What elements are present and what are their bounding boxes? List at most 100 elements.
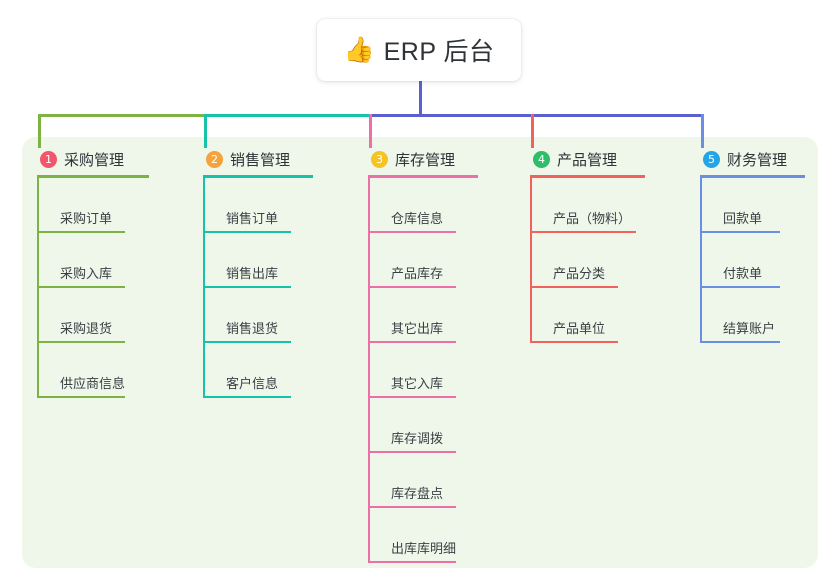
leaf-node[interactable]: 产品库存 bbox=[368, 233, 478, 288]
column-title-label: 采购管理 bbox=[64, 151, 125, 169]
leaf-node-rule bbox=[530, 286, 618, 288]
column-spine bbox=[203, 178, 205, 398]
column-spine bbox=[37, 178, 39, 398]
branch-column-4: 4 产品管理产品（物料） 产品分类产品单位 bbox=[530, 148, 645, 343]
bus-segment-2 bbox=[204, 114, 369, 117]
column-title-label: 库存管理 bbox=[395, 151, 456, 169]
diagram-background-panel bbox=[22, 137, 818, 568]
leaf-node-rule bbox=[203, 341, 291, 343]
column-header-rule bbox=[530, 175, 645, 178]
column-stem-4 bbox=[531, 114, 534, 148]
leaf-node-label: 其它出库 bbox=[391, 321, 444, 336]
leaf-node-rule bbox=[37, 231, 125, 233]
leaf-node-label: 仓库信息 bbox=[391, 211, 444, 226]
leaf-node-label: 库存调拨 bbox=[391, 431, 444, 446]
leaf-node-label: 采购入库 bbox=[60, 266, 113, 281]
column-header-产品管理[interactable]: 4 产品管理 bbox=[530, 148, 645, 170]
leaf-node-label: 付款单 bbox=[723, 266, 763, 281]
leaf-node-rule bbox=[37, 396, 125, 398]
root-connector-stem bbox=[419, 81, 422, 117]
column-header-rule bbox=[37, 175, 149, 178]
leaf-node[interactable]: 供应商信息 bbox=[37, 343, 149, 398]
column-title-label: 产品管理 bbox=[557, 151, 618, 169]
leaf-node-label: 产品单位 bbox=[553, 321, 606, 336]
column-header-库存管理[interactable]: 3 库存管理 bbox=[368, 148, 478, 170]
leaf-node-rule bbox=[530, 231, 636, 233]
thumbs-up-icon: 👍 bbox=[343, 35, 375, 64]
column-stem-3 bbox=[369, 114, 372, 148]
column-spine bbox=[700, 178, 702, 343]
leaf-node[interactable]: 出库库明细 bbox=[368, 508, 478, 563]
leaf-node-rule bbox=[37, 341, 125, 343]
leaf-node[interactable]: 产品分类 bbox=[530, 233, 645, 288]
column-header-采购管理[interactable]: 1 采购管理 bbox=[37, 148, 149, 170]
leaf-node-rule bbox=[700, 286, 780, 288]
leaf-node-rule bbox=[368, 231, 456, 233]
leaf-node-label: 销售退货 bbox=[226, 321, 279, 336]
column-item-list: 采购订单采购入库采购退货供应商信息 bbox=[37, 178, 149, 398]
leaf-node[interactable]: 销售退货 bbox=[203, 288, 313, 343]
leaf-node[interactable]: 销售订单 bbox=[203, 178, 313, 233]
leaf-node[interactable]: 采购订单 bbox=[37, 178, 149, 233]
root-node-erp-backend[interactable]: 👍 ERP 后台 bbox=[317, 19, 521, 81]
column-header-rule bbox=[203, 175, 313, 178]
bus-segment-4 bbox=[422, 114, 531, 117]
leaf-node[interactable]: 付款单 bbox=[700, 233, 805, 288]
bus-segment-3 bbox=[369, 114, 422, 117]
leaf-node[interactable]: 客户信息 bbox=[203, 343, 313, 398]
leaf-node[interactable]: 采购退货 bbox=[37, 288, 149, 343]
leaf-node[interactable]: 库存盘点 bbox=[368, 453, 478, 508]
leaf-node-rule bbox=[368, 506, 456, 508]
leaf-node[interactable]: 结算账户 bbox=[700, 288, 805, 343]
leaf-node[interactable]: 产品单位 bbox=[530, 288, 645, 343]
leaf-node-label: 产品库存 bbox=[391, 266, 444, 281]
leaf-node-label: 客户信息 bbox=[226, 376, 279, 391]
bus-segment-5 bbox=[531, 114, 704, 117]
leaf-node-rule bbox=[530, 341, 618, 343]
leaf-node[interactable]: 库存调拨 bbox=[368, 398, 478, 453]
leaf-node-label: 其它入库 bbox=[391, 376, 444, 391]
leaf-node-rule bbox=[368, 341, 456, 343]
column-item-list: 仓库信息产品库存其它出库其它入库库存调拨库存盘点出库库明细 bbox=[368, 178, 478, 563]
leaf-node-rule bbox=[203, 396, 291, 398]
leaf-node[interactable]: 销售出库 bbox=[203, 233, 313, 288]
leaf-node[interactable]: 仓库信息 bbox=[368, 178, 478, 233]
branch-column-1: 1 采购管理采购订单采购入库采购退货供应商信息 bbox=[37, 148, 149, 398]
column-item-list: 产品（物料） 产品分类产品单位 bbox=[530, 178, 645, 343]
column-item-list: 销售订单销售出库销售退货客户信息 bbox=[203, 178, 313, 398]
leaf-node-rule bbox=[368, 396, 456, 398]
column-header-rule bbox=[368, 175, 478, 178]
root-node-label: ERP 后台 bbox=[383, 38, 495, 66]
leaf-node-label: 产品分类 bbox=[553, 266, 606, 281]
column-number-badge: 4 bbox=[533, 150, 550, 168]
leaf-node-rule bbox=[368, 451, 456, 453]
leaf-node[interactable]: 回款单 bbox=[700, 178, 805, 233]
leaf-node-label: 库存盘点 bbox=[391, 486, 444, 501]
column-number-badge: 3 bbox=[371, 150, 388, 168]
leaf-node-rule bbox=[368, 286, 456, 288]
column-stem-2 bbox=[204, 114, 207, 148]
leaf-node-label: 供应商信息 bbox=[60, 376, 126, 391]
leaf-node-rule bbox=[700, 341, 780, 343]
leaf-node-label: 销售订单 bbox=[226, 211, 279, 226]
leaf-node[interactable]: 产品（物料） bbox=[530, 178, 645, 233]
leaf-node[interactable]: 其它出库 bbox=[368, 288, 478, 343]
column-stem-5 bbox=[701, 114, 704, 148]
leaf-node-label: 采购退货 bbox=[60, 321, 113, 336]
leaf-node[interactable]: 其它入库 bbox=[368, 343, 478, 398]
leaf-node-label: 回款单 bbox=[723, 211, 763, 226]
branch-column-3: 3 库存管理仓库信息产品库存其它出库其它入库库存调拨库存盘点出库库明细 bbox=[368, 148, 478, 563]
column-header-rule bbox=[700, 175, 805, 178]
column-number-badge: 1 bbox=[40, 150, 57, 168]
leaf-node[interactable]: 采购入库 bbox=[37, 233, 149, 288]
column-spine bbox=[530, 178, 532, 343]
leaf-node-label: 销售出库 bbox=[226, 266, 279, 281]
leaf-node-rule bbox=[37, 286, 125, 288]
leaf-node-label: 采购订单 bbox=[60, 211, 113, 226]
column-spine bbox=[368, 178, 370, 563]
